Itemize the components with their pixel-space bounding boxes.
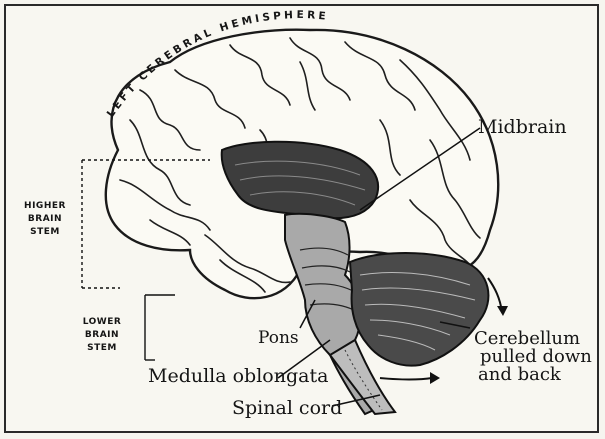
cerebellum-label: Cerebellum pulled down and back	[474, 330, 592, 384]
lower-stem-bracket	[145, 295, 175, 360]
spinal-cord-label: Spinal cord	[232, 399, 342, 418]
pons-label: Pons	[258, 330, 299, 347]
lower-stem-label: LOWER BRAIN STEM	[72, 316, 132, 355]
medulla-label: Medulla oblongata	[148, 367, 328, 386]
higher-stem-label: HIGHER BRAIN STEM	[14, 200, 76, 239]
midbrain-label: Midbrain	[478, 118, 567, 137]
cerebellum-shape	[350, 253, 488, 366]
